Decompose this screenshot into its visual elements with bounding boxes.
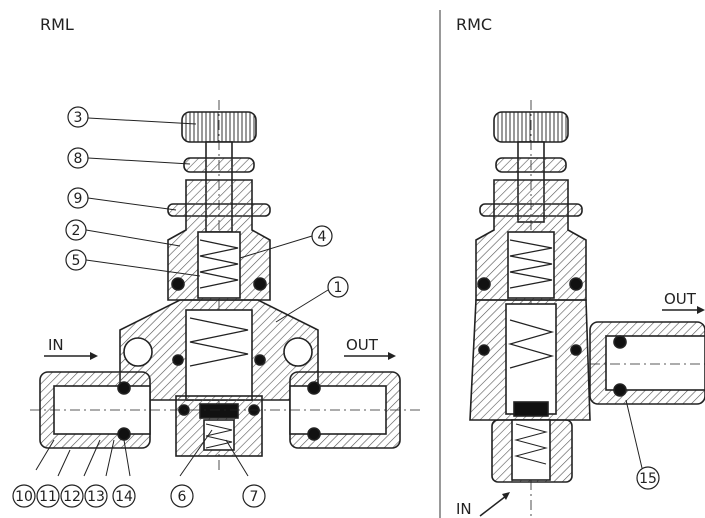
callout-14: 14 [112, 484, 136, 508]
svg-text:7: 7 [250, 489, 259, 505]
rml-out-label: OUT [346, 336, 379, 354]
panel-title-rml: RML [40, 15, 74, 34]
callout-8: 8 [67, 147, 89, 169]
svg-text:11: 11 [39, 489, 57, 505]
svg-text:4: 4 [318, 229, 327, 245]
svg-text:12: 12 [63, 489, 81, 505]
svg-text:14: 14 [115, 489, 133, 505]
callout-11: 11 [36, 484, 60, 508]
rml-in-arrowhead [90, 352, 98, 360]
rmc-leader-15 [625, 399, 643, 469]
svg-text:3: 3 [74, 110, 83, 126]
callout-9: 9 [67, 187, 89, 209]
rmc-out-label: OUT [664, 290, 697, 308]
callout-5: 5 [65, 249, 87, 271]
svg-text:10: 10 [15, 489, 33, 505]
callout-10: 10 [12, 484, 36, 508]
callout-1: 1 [327, 276, 349, 298]
panel-title-rmc: RMC [456, 15, 492, 34]
callout-15: 15 [636, 466, 660, 490]
callout-4: 4 [311, 225, 333, 247]
callout-6: 6 [170, 484, 194, 508]
rml-leader-lines [35, 117, 329, 477]
rmc-out-arrowhead [697, 306, 705, 314]
svg-text:13: 13 [87, 489, 105, 505]
svg-text:15: 15 [639, 471, 657, 487]
svg-text:6: 6 [178, 489, 187, 505]
rmc-valve-body [469, 100, 705, 518]
svg-text:8: 8 [74, 151, 83, 167]
rml-in-label: IN [48, 336, 64, 354]
rmc-in-label: IN [456, 500, 472, 518]
svg-text:1: 1 [334, 280, 343, 296]
callout-7: 7 [242, 484, 266, 508]
callout-12: 12 [60, 484, 84, 508]
rmc-in-arrowhead [502, 492, 510, 500]
rml-out-arrowhead [388, 352, 396, 360]
rml-valve-body [30, 100, 420, 470]
rml-callouts: 3 8 9 2 5 4 1 10 11 12 13 14 6 7 [12, 106, 349, 508]
svg-text:9: 9 [74, 191, 83, 207]
rmc-in-arrow [479, 495, 507, 517]
callout-2: 2 [65, 219, 87, 241]
svg-text:5: 5 [72, 253, 81, 269]
callout-13: 13 [84, 484, 108, 508]
svg-text:2: 2 [72, 223, 81, 239]
callout-3: 3 [67, 106, 89, 128]
